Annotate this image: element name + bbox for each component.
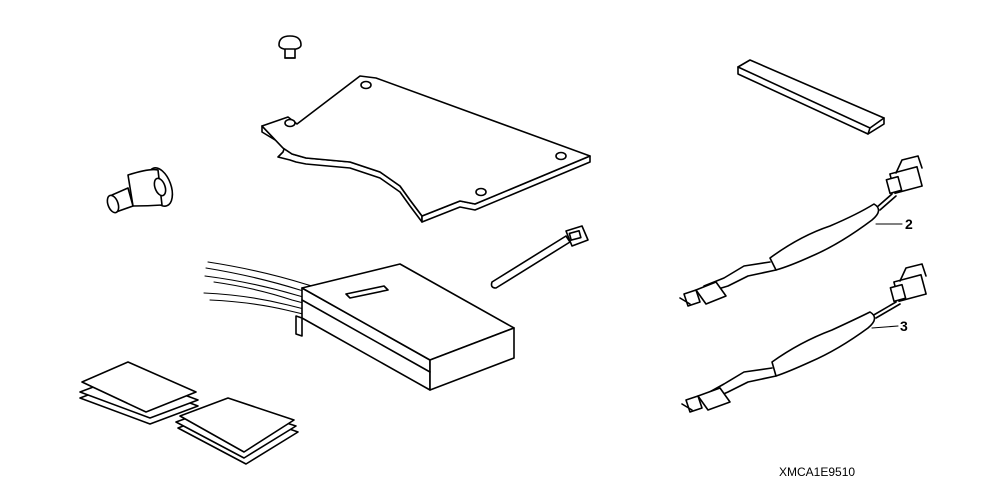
pad-sheets-right <box>175 397 299 465</box>
harness-2-part: 2 <box>679 155 923 307</box>
cable-tie-part <box>490 225 589 289</box>
mounting-plate <box>261 75 591 223</box>
grommet-part <box>106 167 174 214</box>
clip-part <box>278 35 302 59</box>
harness-3-part: 3 <box>681 263 927 413</box>
tape-strip-part <box>737 59 885 135</box>
control-unit-part <box>203 261 515 391</box>
diagram-code: XMCA1E9510 <box>779 465 855 479</box>
callout-2: 2 <box>905 216 913 232</box>
pad-sheets-left <box>79 361 199 425</box>
callout-3: 3 <box>900 318 908 334</box>
